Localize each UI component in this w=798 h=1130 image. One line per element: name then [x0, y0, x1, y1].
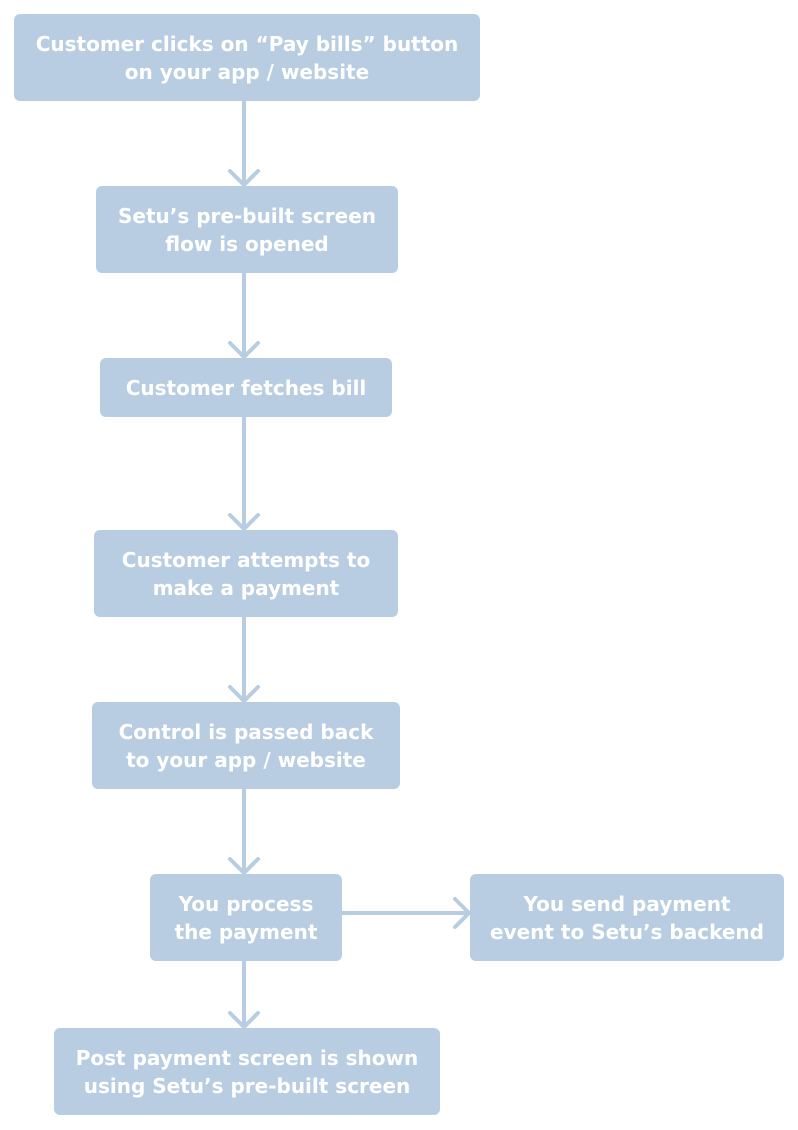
edge-control-back-to-process-payment [228, 789, 260, 875]
node-control-back: Control is passed back to your app / web… [92, 702, 400, 789]
node-fetch-bill-label: Customer fetches bill [125, 375, 367, 400]
edge-screen-flow-to-fetch-bill [228, 273, 260, 359]
node-screen-flow-label: Setu’s pre-built screen flow is opened [117, 203, 377, 256]
node-control-back-label: Control is passed back to your app / web… [118, 719, 374, 772]
edge-attempt-payment-to-control-back [228, 617, 260, 703]
node-screen-flow: Setu’s pre-built screen flow is opened [96, 186, 398, 273]
node-post-payment: Post payment screen is shown using Setu’… [54, 1028, 440, 1115]
node-attempt-payment-label: Customer attempts to make a payment [121, 547, 371, 600]
node-post-payment-label: Post payment screen is shown using Setu’… [75, 1045, 419, 1098]
node-send-event: You send payment event to Setu’s backend [470, 874, 784, 961]
edge-fetch-bill-to-attempt-payment [228, 417, 260, 531]
node-process-payment: You process the payment [150, 874, 342, 961]
edge-process-payment-to-send-event [342, 897, 471, 929]
node-fetch-bill: Customer fetches bill [100, 358, 392, 417]
node-pay-bills-label: Customer clicks on “Pay bills” button on… [35, 31, 459, 84]
edge-process-payment-to-post-payment [228, 961, 260, 1029]
node-attempt-payment: Customer attempts to make a payment [94, 530, 398, 617]
node-send-event-label: You send payment event to Setu’s backend [490, 891, 764, 944]
node-pay-bills: Customer clicks on “Pay bills” button on… [14, 14, 480, 101]
node-process-payment-label: You process the payment [174, 891, 318, 944]
edge-pay-bills-to-screen-flow [228, 101, 260, 187]
